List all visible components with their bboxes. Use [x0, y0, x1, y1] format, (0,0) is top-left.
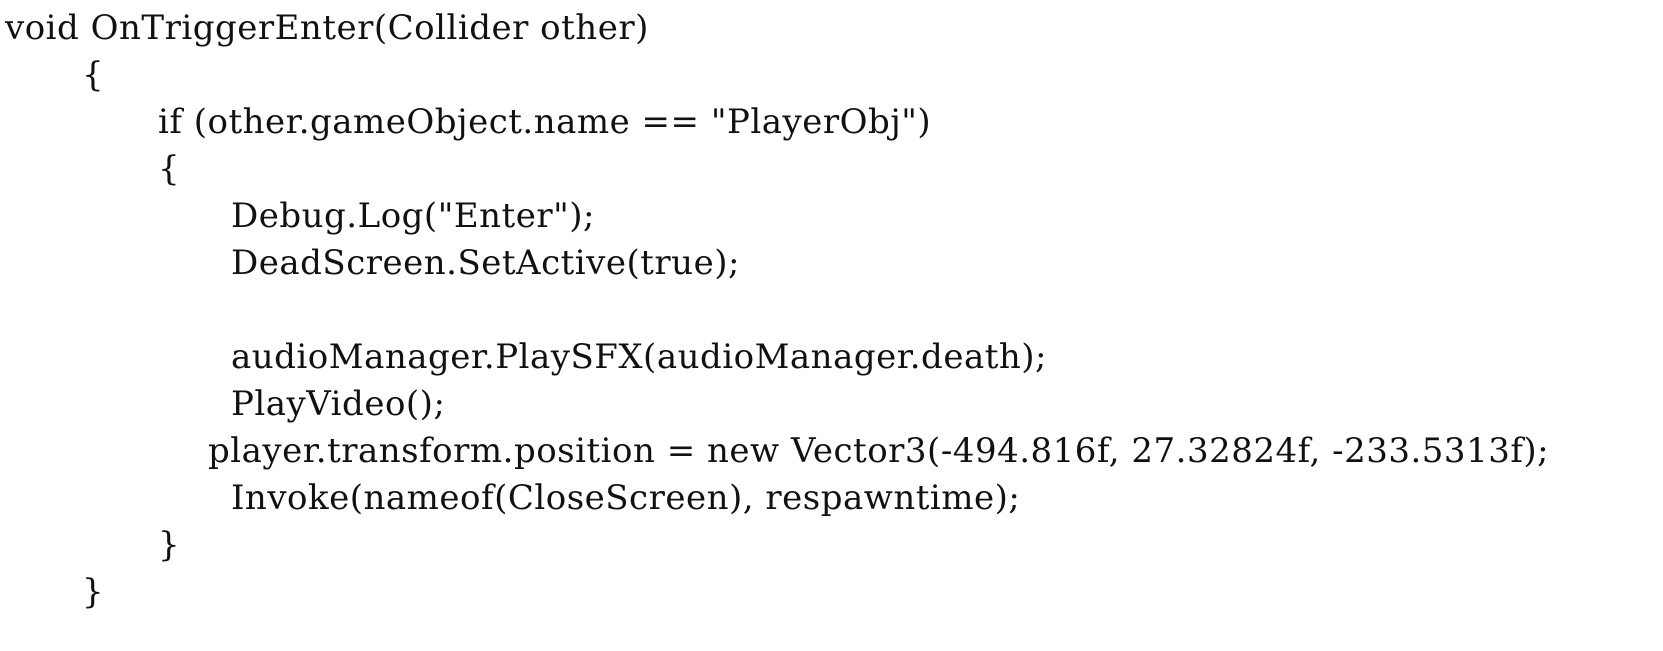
code-line: PlayVideo();: [231, 384, 446, 424]
code-line: {: [82, 55, 105, 95]
code-line: Debug.Log("Enter");: [231, 196, 595, 236]
code-line: void OnTriggerEnter(Collider other): [5, 8, 649, 48]
code-line: Invoke(nameof(CloseScreen), respawntime)…: [231, 478, 1021, 518]
code-line: DeadScreen.SetActive(true);: [231, 243, 740, 283]
code-line: {: [158, 149, 181, 189]
code-line: }: [158, 525, 181, 565]
code-line: if (other.gameObject.name == "PlayerObj"…: [158, 102, 932, 142]
code-line: }: [82, 572, 105, 612]
code-line: player.transform.position = new Vector3(…: [208, 431, 1550, 471]
code-line: audioManager.PlaySFX(audioManager.death)…: [231, 337, 1047, 377]
